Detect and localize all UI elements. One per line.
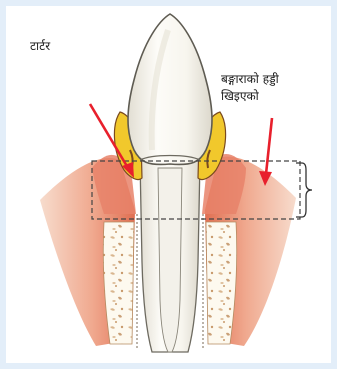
bone-loss-bracket [296, 163, 312, 217]
arrow-bone-loss [259, 118, 272, 186]
tooth-crown [128, 14, 212, 164]
bone-loss-label-line2: खिइएको [221, 88, 279, 105]
bone-loss-label-line1: बङ्गाराको हड्डी [221, 71, 279, 88]
tartar-label: टार्टर [30, 38, 50, 55]
bone-loss-label: बङ्गाराको हड्डी खिइएको [221, 71, 279, 105]
bone-right [206, 222, 237, 344]
bone-left [103, 222, 134, 344]
root-canal [158, 168, 182, 352]
